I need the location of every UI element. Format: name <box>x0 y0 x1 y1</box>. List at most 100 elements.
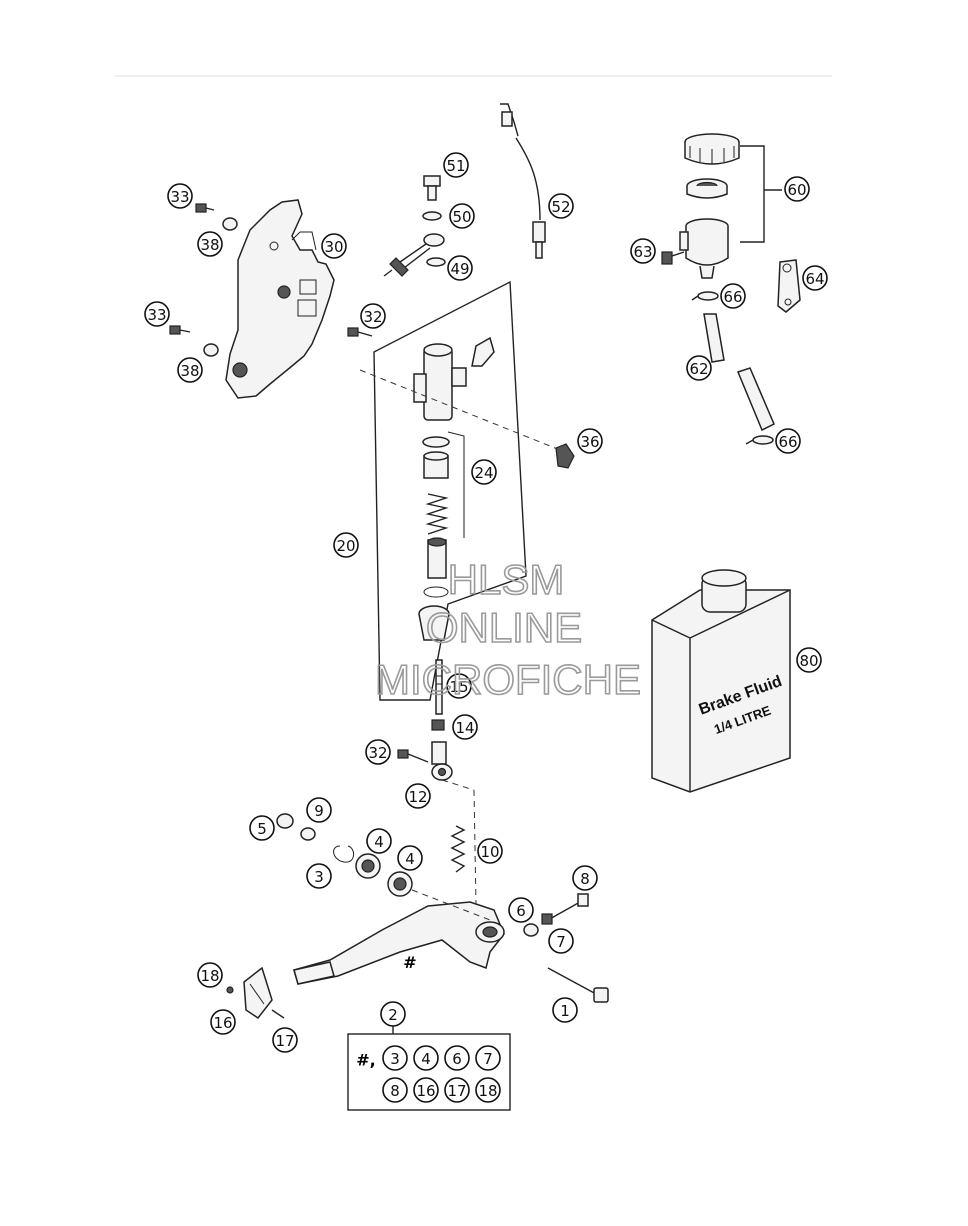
guard-screw-top <box>195 203 215 213</box>
callout-circle <box>471 459 497 485</box>
callout-20: 20 <box>333 532 359 558</box>
callout-number: 1 <box>560 1002 570 1020</box>
callout-number: 8 <box>580 870 590 888</box>
callout-16: 16 <box>210 1009 236 1035</box>
callout-number: 3 <box>314 868 324 886</box>
adjusting-screw <box>547 893 589 921</box>
brake-fluid-container: Brake Fluid 1/4 LITRE <box>651 569 791 793</box>
dust-boot <box>418 605 450 641</box>
callout-circle <box>397 845 423 871</box>
callout-62: 62 <box>686 355 712 381</box>
callout-circle <box>449 203 475 229</box>
callout-number: 2 <box>388 1006 398 1024</box>
callout-number: 66 <box>723 288 742 306</box>
callout-number: 24 <box>474 464 493 482</box>
callout-30: 30 <box>321 233 347 259</box>
callout-8: 8 <box>572 865 598 891</box>
reservoir-screw <box>661 251 685 265</box>
guard-screw-bottom <box>169 325 191 335</box>
reservoir-body <box>679 218 729 279</box>
kit-number: 16 <box>416 1082 435 1100</box>
callout-circle <box>720 283 746 309</box>
callout-number: 33 <box>170 188 189 206</box>
callout-number: 66 <box>778 433 797 451</box>
pedal-washer <box>523 923 539 937</box>
clevis <box>431 741 453 781</box>
callout-17: 17 <box>272 1027 298 1053</box>
brake-pedal: # <box>293 901 505 985</box>
kit-item-3: 3 <box>382 1045 408 1071</box>
pedal-bolt <box>547 967 609 1003</box>
callout-4: 4 <box>397 845 423 871</box>
callout-33: 33 <box>144 301 170 327</box>
guard-bushing-bottom <box>203 343 219 357</box>
callout-32: 32 <box>360 303 386 329</box>
callout-6: 6 <box>508 897 534 923</box>
kit-number: 8 <box>390 1082 400 1100</box>
callout-circle <box>577 428 603 454</box>
kit-number: 7 <box>483 1050 493 1068</box>
hose-clamp-upper <box>691 291 719 301</box>
callout-18: 18 <box>197 962 223 988</box>
callout-number: 80 <box>799 652 818 670</box>
callout-circle <box>452 714 478 740</box>
callout-circle <box>197 962 223 988</box>
kit-item-16: 16 <box>413 1077 439 1103</box>
reservoir-holder <box>777 259 801 313</box>
callout-circle <box>477 838 503 864</box>
callout-number: 52 <box>551 198 570 216</box>
callout-number: 51 <box>446 157 465 175</box>
callout-3: 3 <box>306 863 332 889</box>
callout-32: 32 <box>365 739 391 765</box>
callout-number: 64 <box>805 270 824 288</box>
callout-number: 10 <box>480 843 499 861</box>
piston-sleeve <box>423 451 449 479</box>
pedal-nut <box>276 813 294 829</box>
callout-circle <box>366 828 392 854</box>
watermark: HLSM ONLINE MICROFICHE <box>374 555 642 704</box>
pedal-spring-washer <box>300 827 316 841</box>
callout-number: 18 <box>200 967 219 985</box>
clevis-axis-line <box>441 779 475 791</box>
callout-9: 9 <box>306 797 332 823</box>
banjo-fitting <box>383 233 445 277</box>
kit-circle <box>382 1045 408 1071</box>
bracket-24 <box>447 431 465 538</box>
bearing-rear <box>387 871 413 897</box>
callout-36: 36 <box>577 428 603 454</box>
callout-number: 50 <box>452 208 471 226</box>
circlip-pedal <box>333 845 354 863</box>
callout-circle <box>177 357 203 383</box>
watermark-line-2: ONLINE <box>426 604 582 651</box>
callout-circle <box>360 303 386 329</box>
callout-24: 24 <box>471 459 497 485</box>
callout-63: 63 <box>630 238 656 264</box>
tip-nut <box>226 986 234 994</box>
callout-80: 80 <box>796 647 822 673</box>
kit-number: 6 <box>452 1050 462 1068</box>
callout-number: 6 <box>516 902 526 920</box>
callout-66: 66 <box>775 428 801 454</box>
callout-circle <box>210 1009 236 1035</box>
callout-number: 16 <box>213 1014 232 1032</box>
kit-circle <box>413 1077 439 1103</box>
callout-number: 9 <box>314 802 324 820</box>
callout-number: 30 <box>324 238 343 256</box>
callout-circle <box>272 1027 298 1053</box>
callout-number: 63 <box>633 243 652 261</box>
callout-10: 10 <box>477 838 503 864</box>
callout-number: 12 <box>408 788 427 806</box>
callout-38: 38 <box>197 231 223 257</box>
callout-number: 38 <box>180 362 199 380</box>
pedal-tip <box>243 966 273 1020</box>
mount-axis-line <box>359 369 561 451</box>
kit-item-4: 4 <box>413 1045 439 1071</box>
callout-2: 2 <box>380 1001 406 1027</box>
callout-circle <box>630 238 656 264</box>
callout-66: 66 <box>720 283 746 309</box>
pedal-mark: # <box>403 953 416 972</box>
callout-38: 38 <box>177 357 203 383</box>
reservoir-cap <box>684 133 740 165</box>
